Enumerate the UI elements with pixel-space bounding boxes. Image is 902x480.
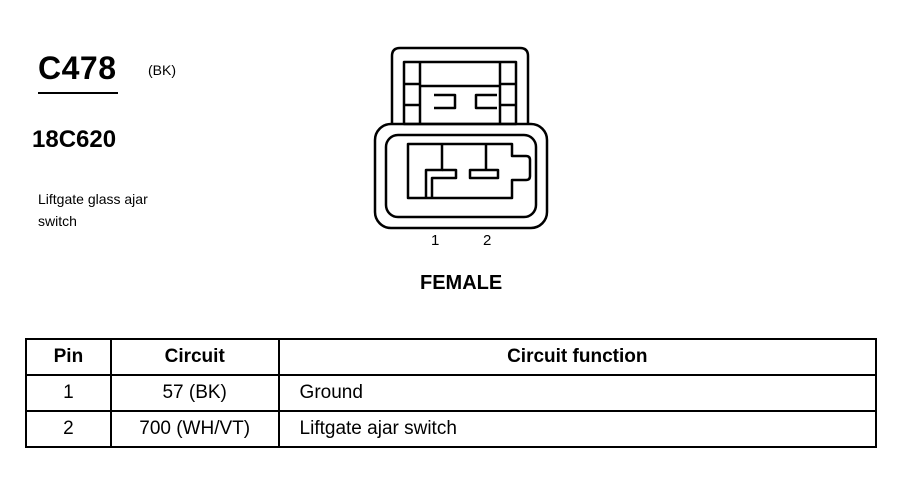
header-pin: Pin (25, 338, 112, 376)
pin-table: Pin Circuit Circuit function 1 57 (BK) G… (25, 338, 878, 448)
connector-face-diagram (373, 46, 549, 230)
connector-shell (373, 122, 549, 230)
part-number: 18C620 (32, 126, 117, 153)
pin-body (406, 142, 532, 200)
locking-tab (390, 46, 530, 126)
cell-function: Ground (277, 374, 878, 412)
title-underline (38, 92, 118, 94)
header-circuit: Circuit (109, 338, 280, 376)
connector-id: C478 (38, 50, 117, 86)
cell-pin: 2 (25, 410, 112, 448)
connector-gender: FEMALE (420, 272, 503, 294)
description-line-2: switch (38, 213, 77, 229)
table-header-row: Pin Circuit Circuit function (25, 338, 878, 376)
connector-cavity (384, 133, 538, 219)
table-row: 1 57 (BK) Ground (25, 374, 878, 412)
pin-1-terminal (424, 144, 444, 198)
cell-pin: 1 (25, 374, 112, 412)
pin-label-1: 1 (431, 232, 440, 249)
description-line-1: Liftgate glass ajar (38, 191, 148, 207)
pin-label-2: 2 (483, 232, 492, 249)
cell-circuit: 57 (BK) (109, 374, 280, 412)
header-circuit-function: Circuit function (277, 338, 878, 376)
connector-color: (BK) (148, 62, 176, 78)
table-row: 2 700 (WH/VT) Liftgate ajar switch (25, 410, 878, 448)
cell-circuit: 700 (WH/VT) (109, 410, 280, 448)
cell-function: Liftgate ajar switch (277, 410, 878, 448)
pin-2-terminal (468, 144, 500, 180)
